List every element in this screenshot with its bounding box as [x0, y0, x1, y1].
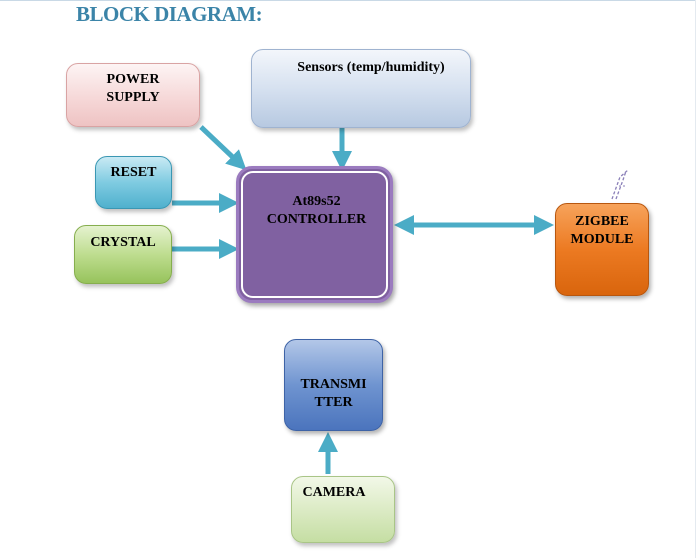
power-supply-label-line1: POWER	[106, 72, 160, 87]
zigbee-label-line1: ZIGBEE	[575, 214, 629, 229]
reset-label: RESET	[110, 165, 157, 180]
transmitter-label-line1: TRANSMI	[300, 377, 367, 392]
power-supply-block: POWER SUPPLY	[66, 63, 200, 127]
crystal-label: CRYSTAL	[90, 235, 156, 250]
sensors-block: Sensors (temp/humidity)	[251, 49, 471, 128]
controller-block: At89s52 CONTROLLER	[236, 166, 393, 303]
zigbee-label-line2: MODULE	[570, 232, 634, 247]
transmitter-label-line2: TTER	[314, 395, 353, 410]
diagram-title: BLOCK DIAGRAM:	[76, 2, 263, 26]
reset-block: RESET	[95, 156, 172, 209]
controller-inner-frame: At89s52 CONTROLLER	[241, 171, 388, 298]
sensors-label: Sensors (temp/humidity)	[297, 60, 445, 75]
top-rule	[0, 0, 696, 1]
zigbee-module-block: ZIGBEE MODULE	[555, 203, 649, 296]
power-supply-label-line2: SUPPLY	[106, 90, 160, 105]
controller-label-line1: At89s52	[292, 194, 341, 209]
crystal-block: CRYSTAL	[74, 225, 172, 284]
transmitter-block: TRANSMI TTER	[284, 339, 383, 431]
camera-block: CAMERA	[291, 476, 395, 543]
controller-label-line2: CONTROLLER	[266, 212, 367, 227]
camera-label: CAMERA	[302, 485, 366, 500]
arrow-power-to-controller	[199, 125, 247, 171]
antenna-icon	[611, 169, 629, 200]
